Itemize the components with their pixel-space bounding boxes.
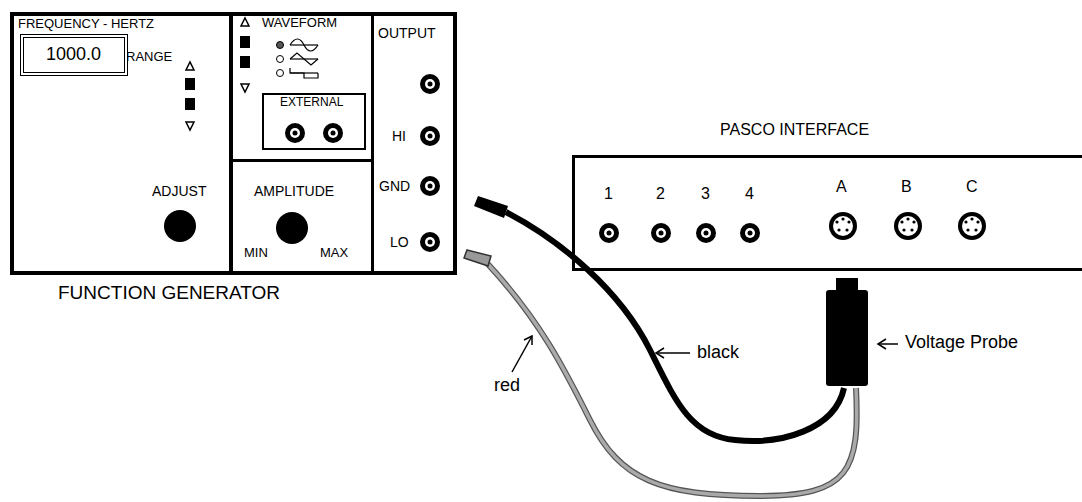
pasco-interface: PASCO INTERFACE1234ABC [572,155,1082,271]
amplitude-panel: AMPLITUDE MIN MAX [230,160,374,275]
panel-label: LO [390,235,409,250]
wire-color-label: red [494,376,520,396]
panel-label: FREQUENCY - HERTZ [18,17,154,31]
panel-label: FUNCTION GENERATOR [58,283,280,304]
panel-label: WAVEFORM [262,16,337,30]
output-panel: OUTPUT HI GND LO [372,12,457,275]
panel-label: ADJUST [152,184,206,199]
port-label: 4 [745,185,754,203]
frequency-display: 1000.0 [20,34,128,76]
waveform-panel: WAVEFORM EXTERNAL [230,12,374,162]
panel-label: OUTPUT [378,26,436,41]
callout-label: Voltage Probe [905,333,1018,353]
wire-color-label: black [697,343,739,363]
panel-label: HI [392,129,406,144]
port-label: B [901,178,912,196]
panel-label: MAX [320,246,348,260]
frequency-panel: FREQUENCY - HERTZ RANGE ADJUST 1000.0 [10,12,232,275]
port-label: 3 [701,185,710,203]
port-label: 2 [656,185,665,203]
port-label: 1 [604,185,613,203]
panel-label: EXTERNAL [280,96,343,109]
panel-label: AMPLITUDE [254,184,334,199]
panel-label: RANGE [126,50,172,64]
port-label: C [966,178,978,196]
function-generator-housing: FUNCTION GENERATORFREQUENCY - HERTZRANGE… [10,12,457,275]
panel-label: 1000.0 [46,45,101,65]
panel-label: GND [379,179,410,194]
panel-label: MIN [244,246,268,260]
panel-label: PASCO INTERFACE [720,121,869,139]
external-input-box: EXTERNAL [262,93,366,150]
port-label: A [836,178,847,196]
